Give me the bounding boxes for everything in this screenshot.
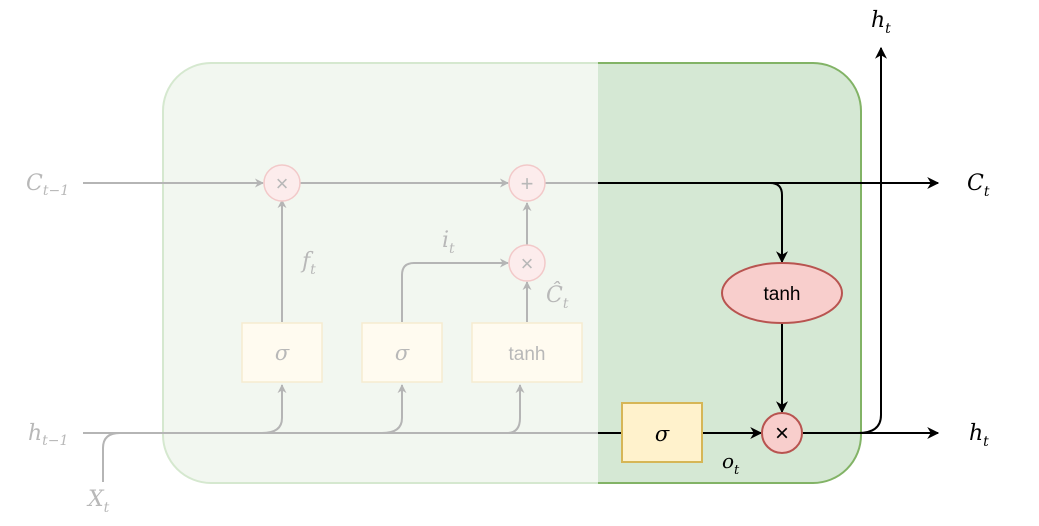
o-t-label: ot xyxy=(722,449,740,478)
h-t-right-label: ht xyxy=(969,421,989,450)
cell-to-tanh-line xyxy=(598,182,788,264)
to-forget-gate-line xyxy=(261,384,287,434)
hidden-up-line xyxy=(857,46,887,434)
svg-text:σ: σ xyxy=(275,341,290,365)
svg-text:×: × xyxy=(276,171,289,196)
svg-text:tanh: tanh xyxy=(509,344,546,365)
h-prev-label: ht−1 xyxy=(28,421,68,449)
forget-gate: σ xyxy=(241,322,323,383)
faded-ops: × + × xyxy=(263,164,546,282)
to-input-gate-line xyxy=(381,384,407,434)
to-candidate-line xyxy=(506,384,525,434)
svg-text:σ: σ xyxy=(655,422,670,446)
faded-labels: Ct−1 ht−1 Xt ft it Ĉt xyxy=(26,171,569,516)
svg-text:×: × xyxy=(521,251,534,276)
forget-multiply-op: × xyxy=(263,164,301,202)
svg-text:×: × xyxy=(775,420,789,447)
active-output-panel xyxy=(598,62,862,484)
cell-add-op: + xyxy=(508,164,546,202)
output-multiply-op: × xyxy=(761,412,803,454)
cell-tanh-op: tanh xyxy=(721,262,843,324)
output-gate: σ xyxy=(621,402,703,463)
c-prev-label: Ct−1 xyxy=(26,171,69,199)
x-t-label: Xt xyxy=(86,487,110,516)
c-hat-label: Ĉt xyxy=(546,281,569,312)
active-labels: ot Ct ht ht xyxy=(722,8,990,478)
i-t-label: it xyxy=(442,228,455,257)
faded-connections xyxy=(83,178,598,482)
input-multiply-op: × xyxy=(508,244,546,282)
candidate-gate: tanh xyxy=(471,322,583,383)
h-t-top-label: ht xyxy=(871,8,891,37)
faded-gates: σ σ tanh xyxy=(241,322,583,383)
input-gate-line xyxy=(401,258,509,322)
x-t-line xyxy=(102,432,121,482)
input-gate: σ xyxy=(361,322,443,383)
svg-text:+: + xyxy=(521,171,534,196)
active-connections xyxy=(598,46,940,439)
c-t-output-label: Ct xyxy=(967,171,990,200)
svg-text:tanh: tanh xyxy=(764,284,801,305)
svg-text:σ: σ xyxy=(395,341,410,365)
